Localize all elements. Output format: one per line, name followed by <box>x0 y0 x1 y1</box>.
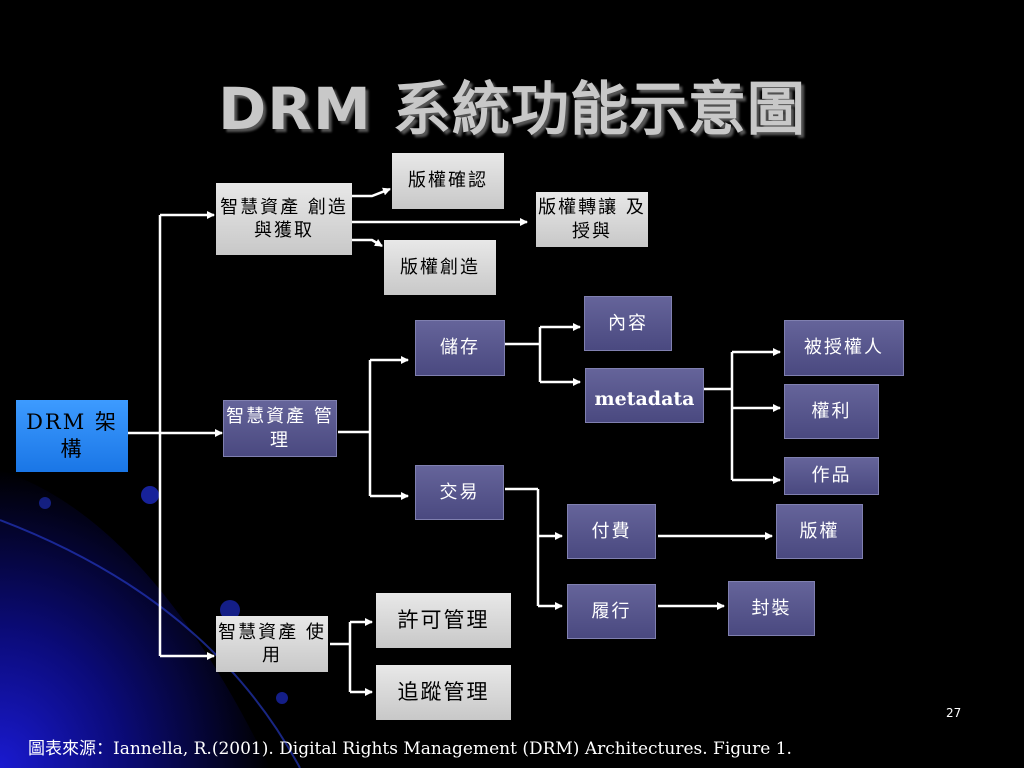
node-storage: 儲存 <box>415 320 505 376</box>
node-content: 內容 <box>584 296 672 351</box>
node-trade: 交易 <box>415 465 504 520</box>
slide-title: DRM 系統功能示意圖 <box>218 75 806 143</box>
source-citation: 圖表來源：Iannella, R.(2001). Digital Rights … <box>28 739 792 759</box>
node-tracking-management: 追蹤管理 <box>376 665 511 720</box>
page-number: 27 <box>946 706 962 720</box>
node-asset-usage: 智慧資產 使用 <box>216 616 328 672</box>
node-copyright-transfer: 版權轉讓 及授與 <box>536 192 648 247</box>
node-metadata: metadata <box>585 368 704 423</box>
node-rights: 權利 <box>784 384 879 439</box>
node-fulfillment: 履行 <box>567 584 656 639</box>
node-payment: 付費 <box>567 504 656 559</box>
root-drm-architecture: DRM 架構 <box>16 400 128 472</box>
node-copyright: 版權 <box>776 504 863 559</box>
node-license-management: 許可管理 <box>376 593 511 648</box>
node-licensee: 被授權人 <box>784 320 904 376</box>
node-packaging: 封裝 <box>728 581 815 636</box>
node-copyright-confirmation: 版權確認 <box>392 153 504 209</box>
node-asset-creation: 智慧資產 創造與獲取 <box>216 183 352 255</box>
node-asset-management: 智慧資產 管理 <box>223 400 337 457</box>
node-copyright-creation: 版權創造 <box>384 240 496 295</box>
node-work: 作品 <box>784 457 879 495</box>
